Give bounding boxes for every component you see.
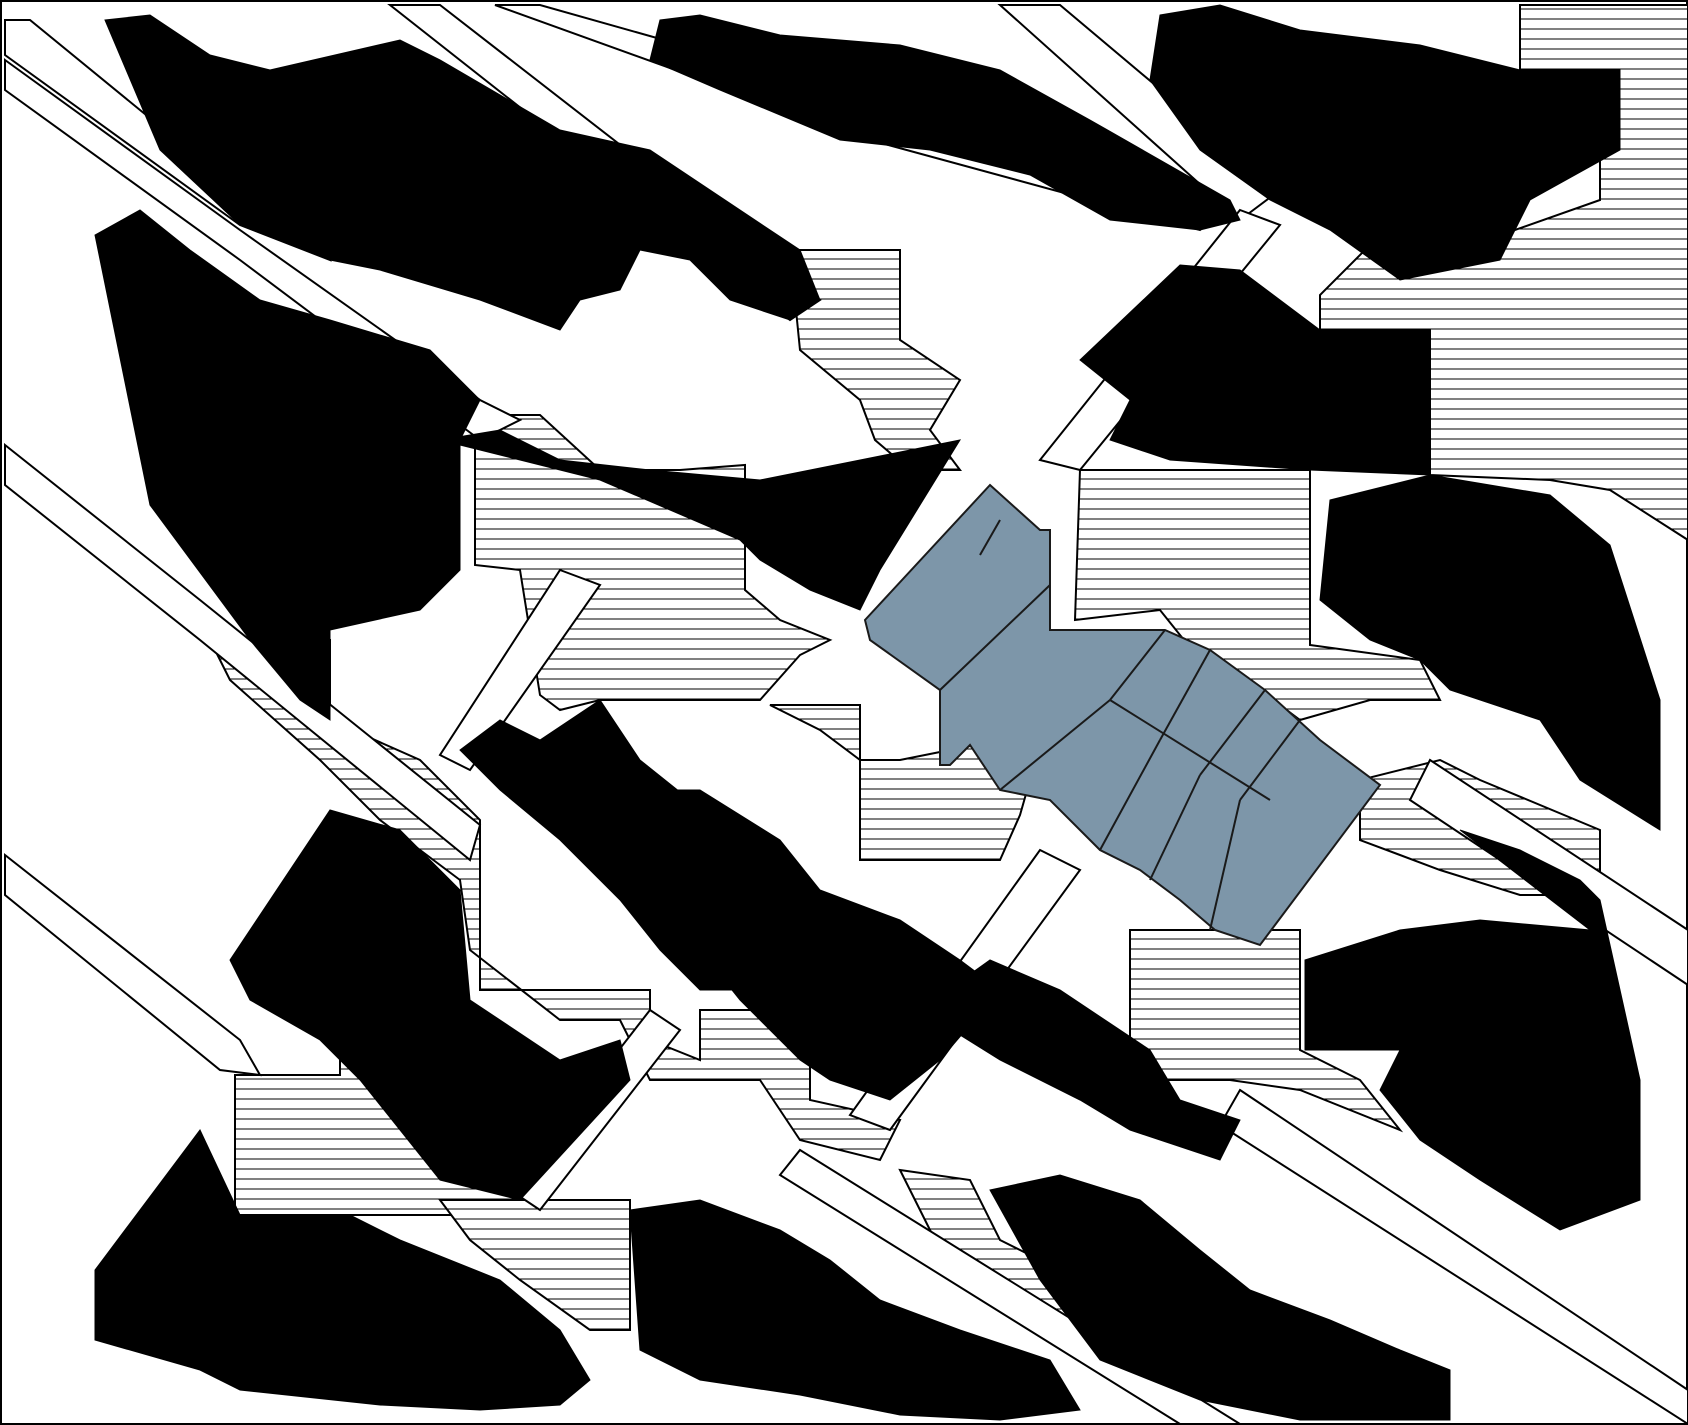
building-lower-left-slab	[229, 809, 631, 1201]
highlighted-building	[863, 483, 1382, 947]
highlighted-building-unit-line-10	[1209, 799, 1241, 931]
highlighted-building-unit-line-7	[1239, 719, 1301, 801]
highlighted-building-unit-line-2	[999, 699, 1111, 791]
building-bottom-center-slab	[629, 1199, 1081, 1421]
highlighted-building-unit-line-5	[1159, 649, 1211, 741]
building-center-upper-right	[1079, 264, 1431, 476]
building-bottom-right-slab	[989, 1174, 1451, 1421]
highlighted-building-unit-line-3	[1109, 629, 1166, 701]
highlighted-building-unit-line-1	[939, 584, 1051, 691]
building-lower-center-slab	[919, 959, 1241, 1161]
highlighted-building-unit-line-8	[1099, 739, 1161, 851]
building-top-center-slab	[649, 14, 1241, 231]
building-center-lower-slab	[639, 789, 1001, 1101]
building-center-upper-slab	[439, 429, 962, 611]
building-left-long-slab	[94, 209, 481, 721]
highlighted-building-unit-line-6	[1199, 689, 1266, 776]
building-bottom-left-slab	[94, 1129, 591, 1411]
highlighted-building-unit-line-9	[1149, 774, 1201, 881]
buildings	[94, 4, 1661, 1421]
road-diagonal-lower-left	[4, 852, 262, 1077]
highlighted-building-unit-line-4	[1109, 699, 1271, 801]
hatched-area-upper-mid	[788, 249, 962, 471]
hatched-area-center-plaza	[769, 704, 1032, 861]
highlighted-building-unit-line-11	[979, 519, 1001, 556]
highlighted-building-footprint	[863, 483, 1382, 947]
hatched-area-center-right	[1073, 469, 1442, 722]
road-left-vertical	[438, 568, 602, 772]
building-top-right-slab	[1149, 4, 1621, 281]
building-top-left-slab	[104, 14, 821, 331]
building-right-slab	[1319, 474, 1661, 831]
road-bottom-right-diagonal	[1218, 1088, 1688, 1425]
hatched-area-bottom-mid	[438, 1199, 631, 1331]
building-right-lower-slab	[1379, 829, 1641, 1231]
road-diagonal-mid-left	[4, 442, 482, 862]
